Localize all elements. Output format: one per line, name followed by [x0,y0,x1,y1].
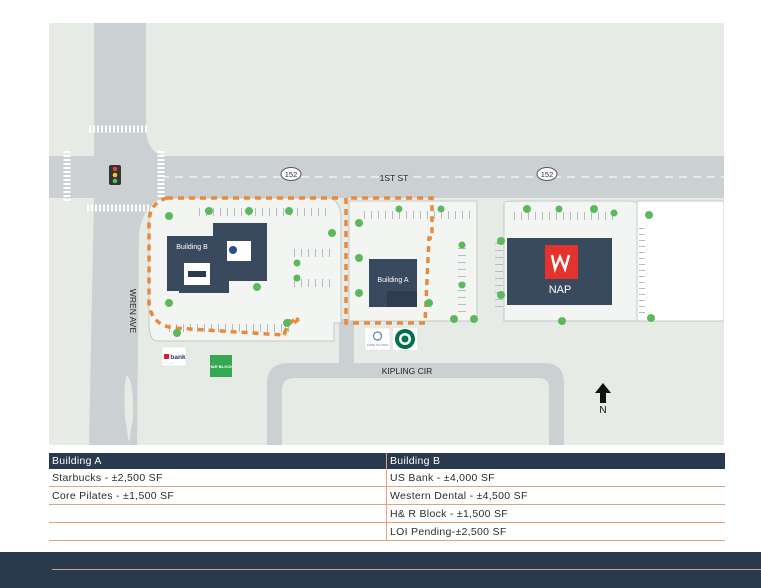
route-shield-label: 152 [541,170,554,179]
table-cell: H& R Block - ±1,500 SF [386,504,725,523]
road-kipling-cir [267,363,564,445]
building-b-label: Building B [176,244,208,251]
anchor-label: NAP [549,284,572,296]
us-bank-logo: bank [161,346,187,367]
site-map: 152 152 1ST ST WREN AVE KIPLING CIR Buil… [49,23,724,445]
footer-bar [0,552,761,588]
north-arrow-icon: N [595,383,611,416]
table-cell [49,522,387,541]
traffic-signal-icon [109,165,121,185]
table-row: LOI Pending-±2,500 SF [49,522,725,541]
starbucks-logo [393,328,417,350]
table-cell: LOI Pending-±2,500 SF [386,522,725,541]
hr-block-logo-text: H&R BLOCK [209,364,233,369]
footer-divider [52,569,761,570]
table-cell [49,504,387,523]
us-bank-logo-text: bank [170,354,186,361]
table-row: Core Pilates - ±1,500 SF Western Dental … [49,486,725,505]
hr-block-logo: H&R BLOCK [209,355,233,377]
table-header-building-a: Building A [49,453,387,469]
core-pilates-logo: CORE PILATES [364,327,391,351]
table-cell: Starbucks - ±2,500 SF [49,469,387,487]
route-shield-152-west: 152 [280,167,302,181]
tenant-table: Building A Building B Starbucks - ±2,500… [49,453,725,541]
parking-stripes [169,208,645,332]
building-a [369,259,417,307]
core-pilates-logo-text: CORE PILATES [367,343,389,347]
road-wren-ave [49,23,164,445]
building-a-label: Building A [377,277,408,284]
table-cell: US Bank - ±4,000 SF [386,469,725,487]
trees [165,205,655,367]
table-row: Starbucks - ±2,500 SF US Bank - ±4,000 S… [49,469,725,487]
street-label-kipling-cir: KIPLING CIR [382,366,433,376]
table-cell: Core Pilates - ±1,500 SF [49,486,387,505]
anchor-building [507,238,612,305]
street-label-wren-ave: WREN AVE [128,289,138,334]
table-cell: Western Dental - ±4,500 SF [386,486,725,505]
north-label: N [599,405,606,416]
street-label-1st-st: 1ST ST [380,173,409,183]
crosswalks [63,125,165,212]
table-row: H& R Block - ±1,500 SF [49,504,725,523]
building-b [167,223,267,293]
route-shield-label: 152 [285,170,298,179]
table-header-row: Building A Building B [49,453,725,469]
table-header-building-b: Building B [386,453,725,469]
route-shield-152-east: 152 [536,167,558,181]
